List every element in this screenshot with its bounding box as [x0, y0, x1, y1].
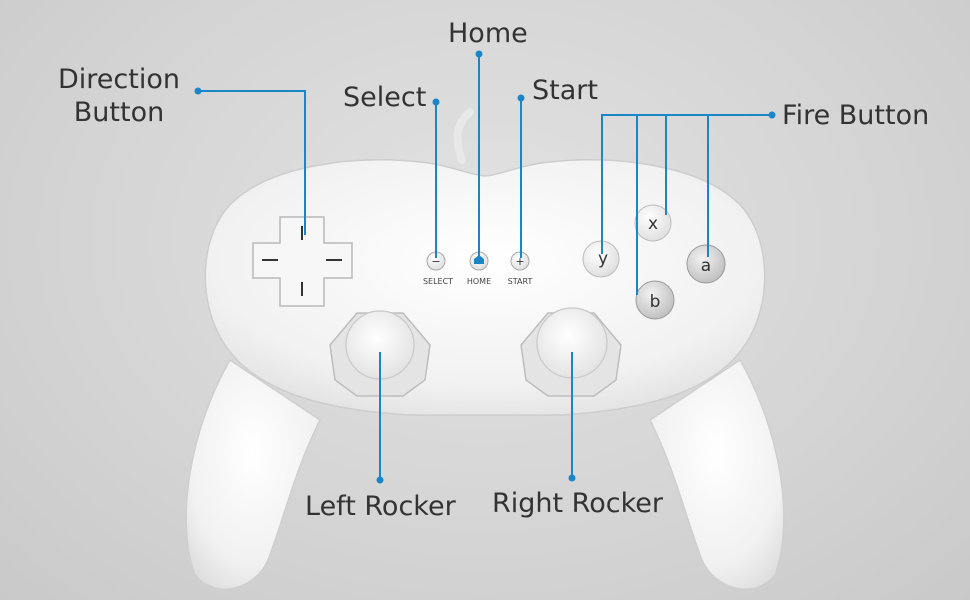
svg-text:−: − — [431, 255, 440, 268]
direction-button-label: Direction Button — [58, 64, 180, 128]
start-caption: START — [508, 277, 533, 286]
home-icon — [474, 255, 484, 264]
svg-text:y: y — [598, 249, 608, 269]
left-grip — [185, 358, 321, 590]
fire-y-leader — [601, 114, 772, 254]
left-rocker-label: Left Rocker — [305, 491, 456, 522]
right-grip — [649, 358, 785, 590]
a-button[interactable]: a — [686, 244, 726, 284]
home-caption: HOME — [467, 277, 491, 286]
right-rocker-label: Right Rocker — [492, 488, 663, 519]
direction-pad[interactable] — [252, 216, 353, 307]
leader-lines — [198, 54, 772, 480]
home-button[interactable] — [469, 251, 489, 271]
controller-cable — [453, 108, 474, 164]
home-label: Home — [448, 18, 528, 49]
svg-text:x: x — [648, 214, 658, 234]
x-button[interactable]: x — [634, 204, 672, 242]
select-label: Select — [343, 82, 427, 113]
fire-button-label: Fire Button — [782, 100, 930, 131]
b-button[interactable]: b — [635, 280, 675, 320]
leader-dots — [194, 50, 776, 484]
select-caption: SELECT — [423, 277, 453, 286]
svg-text:a: a — [701, 256, 711, 276]
direction-leader — [198, 90, 306, 235]
svg-text:+: + — [515, 255, 524, 268]
svg-text:b: b — [650, 292, 661, 312]
start-label: Start — [532, 75, 598, 106]
